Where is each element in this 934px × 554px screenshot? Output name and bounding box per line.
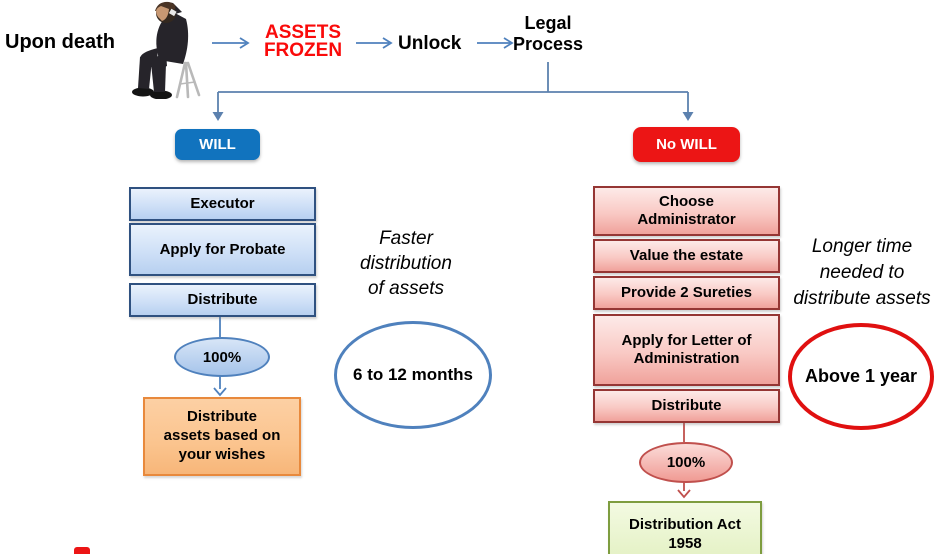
grieving-man-image (132, 1, 201, 99)
step-value-estate: Value the estate (593, 239, 780, 273)
duration-ellipse-will: 6 to 12 months (334, 321, 492, 429)
unlock-label: Unlock (398, 33, 462, 54)
legal-process-label: Legal Process (512, 13, 584, 54)
step-apply-letter-administration: Apply for Letter of Administration (593, 314, 780, 386)
note-faster-distribution: Faster distribution of assets (360, 228, 452, 299)
percent-ellipse-will: 100% (174, 337, 270, 377)
step-executor: Executor (129, 187, 316, 221)
arrow-death-to-frozen (212, 37, 250, 49)
duration-ellipse-nowill: Above 1 year (788, 323, 934, 430)
outcome-will-box: Distribute assets based on your wishes (143, 397, 301, 476)
arrow-unlock-to-legal (477, 37, 514, 49)
branch-connector (217, 62, 689, 113)
percent-ellipse-nowill: 100% (639, 442, 733, 483)
outcome-nowill-box: Distribution Act 1958 (608, 501, 762, 554)
assets-frozen-label: ASSETS FROZEN (263, 22, 343, 61)
step-choose-administrator: Choose Administrator (593, 186, 780, 236)
nowill-header: No WILL (633, 127, 740, 162)
step-distribute-nowill: Distribute (593, 389, 780, 423)
branch-arrowhead-will (212, 112, 224, 121)
note-longer-time: Longer time needed to distribute assets (793, 236, 931, 309)
step-distribute-will: Distribute (129, 283, 316, 317)
arrow-frozen-to-unlock (356, 37, 393, 49)
step-provide-sureties: Provide 2 Sureties (593, 276, 780, 310)
upon-death-label: Upon death (5, 31, 115, 53)
cutoff-red-shape (74, 547, 90, 554)
branch-arrowhead-nowill (682, 112, 694, 121)
step-apply-probate: Apply for Probate (129, 223, 316, 276)
will-header: WILL (175, 129, 260, 160)
